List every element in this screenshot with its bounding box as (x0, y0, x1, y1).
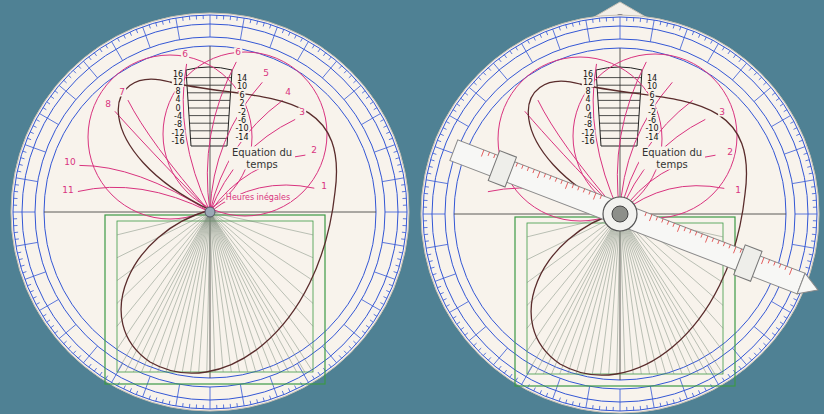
analemma-curve (118, 79, 336, 373)
hour-circle (163, 52, 327, 216)
scale-number: 3 (718, 108, 726, 117)
scale-number: 12 (582, 79, 594, 87)
equation-table (186, 67, 232, 146)
scale-number: 6 (648, 92, 655, 100)
shadow-square-inner (117, 221, 313, 372)
scale-number: 10 (236, 83, 248, 91)
alidade-bar (450, 140, 805, 294)
scale-number: -10 (644, 125, 659, 133)
scale-number: -12 (580, 130, 595, 138)
scale-number: -12 (170, 130, 185, 138)
scale-ring (432, 26, 808, 402)
sundial-disc (11, 13, 409, 411)
scale-ring (454, 48, 786, 380)
scale-number: -14 (644, 134, 659, 142)
scale-number: -4 (173, 113, 183, 121)
disc-group (11, 13, 824, 413)
scale-number: -4 (583, 113, 593, 121)
sight-vane (734, 245, 762, 281)
scale-ring (35, 37, 385, 387)
disc-face (11, 13, 409, 411)
scale-number: 8 (584, 88, 591, 96)
scale-ring (423, 17, 817, 411)
pivot-screw (612, 206, 628, 222)
scale-ring (13, 15, 407, 409)
scale-number: 3 (298, 108, 306, 117)
scale-number: 6 (238, 92, 245, 100)
scale-number: 14 (236, 75, 248, 83)
scale-number: 10 (646, 83, 658, 91)
scale-number: 8 (104, 100, 112, 109)
scale-number: 6 (181, 50, 189, 59)
instrument-label: Equation du temps (229, 147, 295, 170)
scale-number: -16 (170, 138, 185, 146)
pivot-ring (603, 197, 637, 231)
scale-number: 6 (234, 48, 242, 57)
scale-number: -2 (237, 109, 247, 117)
scale-number: 0 (174, 105, 181, 113)
instrument-label: Equation du temps (639, 147, 705, 170)
scale-number: 14 (646, 75, 658, 83)
alidade-tip (797, 273, 822, 300)
disc-face (421, 15, 819, 413)
scale-number: -8 (173, 121, 183, 129)
scale-number: 12 (172, 79, 184, 87)
scale-number: 2 (648, 100, 655, 108)
scale-number: 16 (582, 71, 594, 79)
scale-number: -14 (234, 134, 249, 142)
scale-number: 16 (172, 71, 184, 79)
sundial-disc (421, 15, 824, 413)
scale-number: 8 (174, 88, 181, 96)
scale-ticks (423, 17, 817, 411)
alidade (448, 135, 824, 305)
pivot (205, 207, 215, 217)
shadow-fan (117, 212, 313, 372)
scale-number: 5 (262, 69, 270, 78)
scale-number: 10 (63, 158, 76, 167)
scale-number: 4 (174, 96, 181, 104)
scale-number: 2 (310, 146, 318, 155)
scale-ticks (13, 15, 407, 409)
scale-number: 2 (726, 148, 734, 157)
scale-number: 11 (61, 186, 74, 195)
scale-number: -8 (583, 121, 593, 129)
scale-number: 2 (238, 100, 245, 108)
hour-lines (488, 62, 724, 214)
scale-number: -6 (647, 117, 657, 125)
scale-ring (22, 24, 398, 400)
scale-ring (44, 46, 376, 378)
scale-number: 7 (118, 88, 126, 97)
scale-number: 1 (734, 186, 742, 195)
hour-lines (78, 62, 314, 212)
scale-number: 1 (320, 182, 328, 191)
scale-number: -16 (580, 138, 595, 146)
scale-number: 4 (584, 96, 591, 104)
scale-number: -2 (647, 109, 657, 117)
instrument-label: Heures inégales (225, 194, 291, 202)
scale-ring (445, 39, 795, 389)
scale-number: 4 (284, 88, 292, 97)
scale-number: -6 (237, 117, 247, 125)
scale-number: -10 (234, 125, 249, 133)
scale-number: 0 (584, 105, 591, 113)
sight-vane (488, 151, 516, 187)
